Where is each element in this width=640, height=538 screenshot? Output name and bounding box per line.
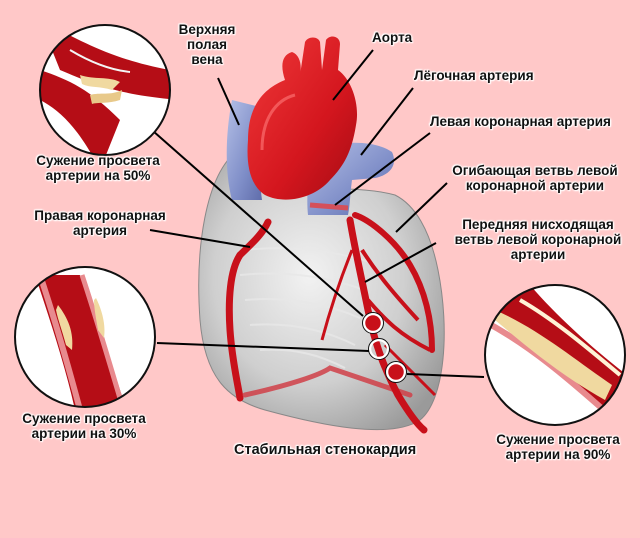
diagram-title: Стабильная стенокардия xyxy=(234,442,417,458)
heart-illustration xyxy=(198,36,445,434)
label-aorta: Аорта xyxy=(372,30,413,45)
label-stenosis-90: Сужение просвета артерии на 90% xyxy=(496,432,620,462)
label-circumflex-branch: Огибающая ветвь левой коронарной артерии xyxy=(452,163,618,193)
label-anterior-descending-branch: Передняя нисходящая ветвь левой коронарн… xyxy=(454,217,622,262)
stenosis-50-detail-circle xyxy=(39,24,171,156)
label-pulmonary-artery: Лёгочная артерия xyxy=(414,68,534,83)
label-superior-vena-cava: Верхняя полая вена xyxy=(178,22,236,67)
label-stenosis-30: Сужение просвета артерии на 30% xyxy=(22,411,146,441)
label-stenosis-50: Сужение просвета артерии на 50% xyxy=(36,153,160,183)
label-left-coronary-artery: Левая коронарная артерия xyxy=(430,114,611,129)
label-right-coronary-artery: Правая коронарная артерия xyxy=(34,208,166,238)
stenosis-30-detail-circle xyxy=(14,266,156,408)
stenosis-90-detail-circle xyxy=(484,284,626,426)
leader-lines xyxy=(149,49,485,378)
